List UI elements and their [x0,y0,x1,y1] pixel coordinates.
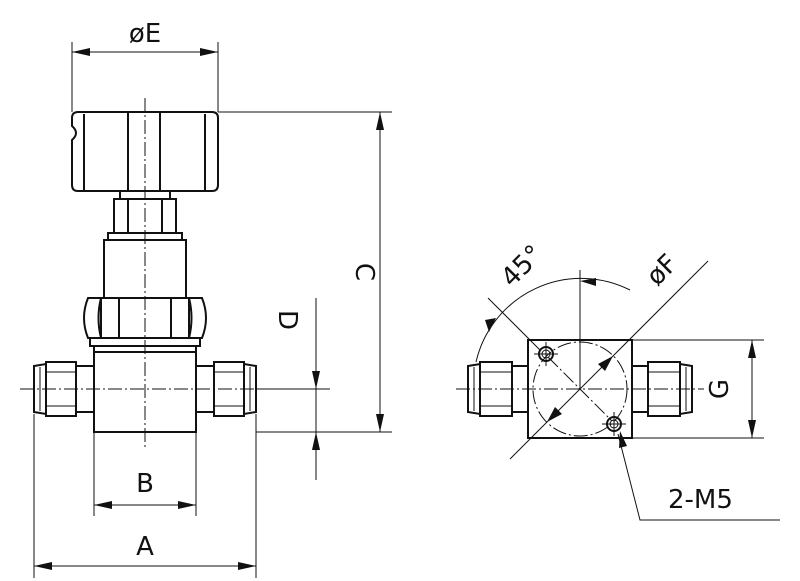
m5-hole-bottom-right [602,412,626,436]
front-view [20,98,266,450]
label-thread: 2-M5 [668,485,733,515]
front-dimensions [33,42,392,578]
side-dimensions [475,270,780,521]
thread-leader [617,433,780,521]
side-view [456,260,709,460]
m5-hole-top-left [534,342,558,366]
label-dim-E: øE [129,19,161,49]
side-right-fitting [631,361,693,417]
label-dim-D: D [272,310,302,330]
angle-arc [475,277,631,363]
label-dim-C: C [349,263,379,281]
label-dim-G: G [705,379,735,399]
label-dim-F: øF [641,249,684,292]
label-dim-B: B [136,469,154,499]
label-angle: 45° [495,239,549,293]
label-dim-A: A [136,532,154,562]
